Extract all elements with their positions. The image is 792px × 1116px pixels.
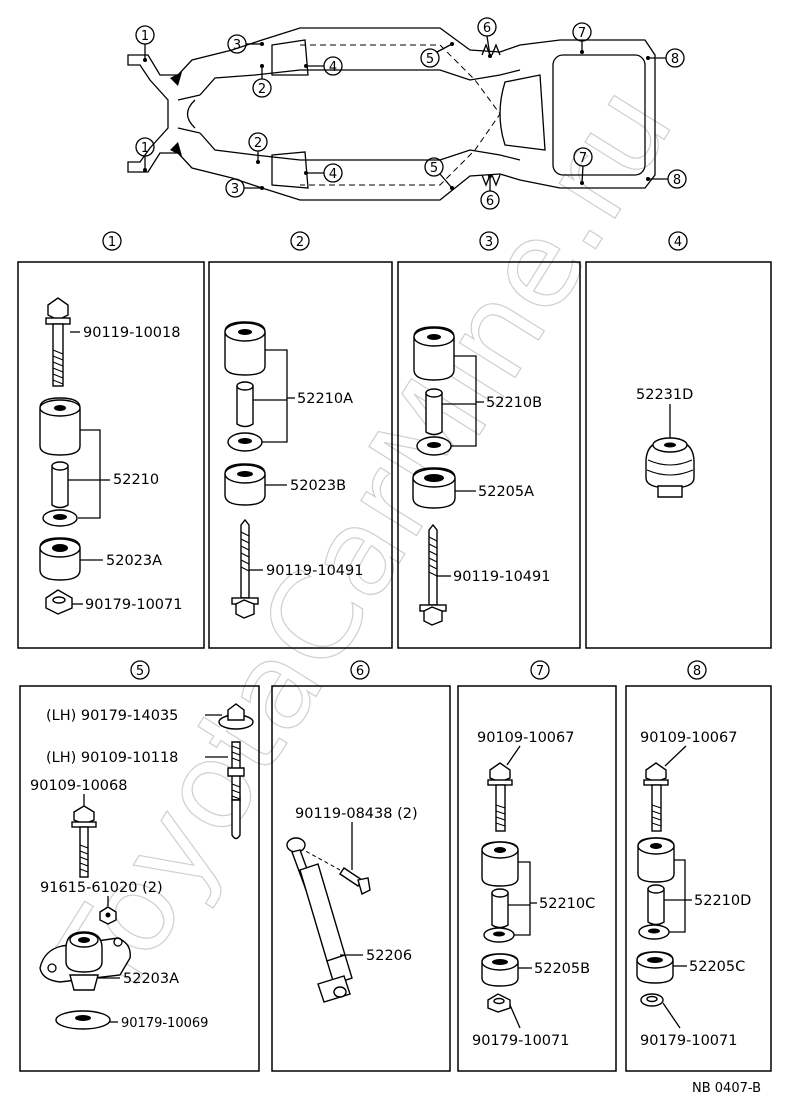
svg-text:7: 7 (579, 151, 587, 166)
panel-3-header: 3 (479, 231, 499, 251)
svg-text:8: 8 (673, 173, 681, 188)
panel-5-header: 5 (130, 660, 150, 680)
callout-3-bottom: 3 (225, 178, 264, 198)
part-90109-10067-label-p8: 90109-10067 (640, 730, 738, 746)
svg-text:3: 3 (233, 38, 241, 53)
svg-text:8: 8 (693, 664, 701, 679)
svg-text:1: 1 (141, 141, 149, 156)
panel-7-parts: 90109-10067 52210C 52205B 90179-10071 (472, 730, 595, 1049)
part-52210-label: 52210 (113, 472, 159, 488)
part-90119-10491-label-p2: 90119-10491 (266, 563, 364, 579)
part-52023B-label: 52023B (290, 478, 346, 494)
panel-6-parts: 90119-08438 (2) 52206 (286, 806, 418, 1003)
part-90109-10118-label: (LH) 90109-10118 (46, 750, 178, 766)
part-90119-10491-label-p3: 90119-10491 (453, 569, 551, 585)
panel-2-header: 2 (290, 231, 310, 251)
callout-1-top: 1 (135, 25, 155, 62)
part-90179-10071-label-p8: 90179-10071 (640, 1033, 738, 1049)
callout-2-bottom: 2 (248, 132, 268, 164)
callout-1-bottom: 1 (135, 137, 155, 172)
callout-7-bottom: 7 (573, 147, 593, 185)
svg-text:6: 6 (483, 21, 491, 36)
panel-5-parts: (LH) 90179-14035 (LH) 90109-10118 90109-… (30, 703, 254, 1031)
svg-text:8: 8 (671, 52, 679, 67)
panel-3-box (397, 261, 581, 649)
panel-3-parts: 52210B 52205A 90119-10491 (412, 326, 551, 626)
svg-text:5: 5 (426, 52, 434, 67)
part-52210A-label: 52210A (297, 391, 353, 407)
panel-4-box (585, 261, 772, 649)
panel-7-header: 7 (530, 660, 550, 680)
callout-8-bottom: 8 (646, 169, 687, 189)
callout-3-top: 3 (227, 34, 264, 54)
part-52206-label: 52206 (366, 948, 412, 964)
panel-2-parts: 52210A 52023B 90119-10491 (224, 321, 364, 619)
part-52205B-label: 52205B (534, 961, 590, 977)
diagram-code: NB 0407-B (692, 1081, 761, 1096)
svg-text:6: 6 (356, 664, 364, 679)
callout-7-top: 7 (572, 22, 592, 54)
part-90119-10018-label: 90119-10018 (83, 325, 181, 341)
part-90179-14035-label: (LH) 90179-14035 (46, 708, 178, 724)
part-90109-10067-label-p7: 90109-10067 (477, 730, 575, 746)
panel-1-header: 1 (102, 231, 122, 251)
part-52023A-label: 52023A (106, 553, 162, 569)
callout-8-top: 8 (646, 48, 685, 68)
svg-text:3: 3 (231, 182, 239, 197)
svg-text:3: 3 (485, 235, 493, 250)
panel-5-box (19, 685, 260, 1072)
panel-8-header: 8 (687, 660, 707, 680)
panel-6-header: 6 (350, 660, 370, 680)
part-91615-61020-label: 91615-61020 (2) (40, 880, 163, 896)
svg-text:4: 4 (329, 60, 337, 75)
panel-4-header: 4 (668, 231, 688, 251)
part-52210D-label: 52210D (694, 893, 751, 909)
callout-6-top: 6 (477, 17, 497, 58)
panel-7-box (457, 685, 617, 1072)
panel-6-box (271, 685, 451, 1072)
panel-8-parts: 90109-10067 52210D 52205C 90179-10071 (636, 730, 751, 1049)
svg-text:4: 4 (329, 167, 337, 182)
panel-4-parts: 52231D (636, 387, 695, 498)
svg-text:6: 6 (486, 194, 494, 209)
part-90119-08438-label: 90119-08438 (2) (295, 806, 418, 822)
svg-text:5: 5 (136, 664, 144, 679)
callout-5-top: 5 (420, 42, 454, 68)
panel-1-parts: 90119-10018 52210 52023A 90179-10071 (39, 297, 183, 615)
part-52231D-label: 52231D (636, 387, 693, 403)
svg-text:7: 7 (536, 664, 544, 679)
part-52210B-label: 52210B (486, 395, 542, 411)
callout-4-top: 4 (304, 56, 343, 76)
panel-2-box (208, 261, 393, 649)
callout-5-bottom: 5 (424, 157, 454, 190)
svg-text:2: 2 (296, 235, 304, 250)
part-52205A-label: 52205A (478, 484, 534, 500)
part-52210C-label: 52210C (539, 896, 595, 912)
part-90179-10071-label: 90179-10071 (85, 597, 183, 613)
svg-text:7: 7 (578, 26, 586, 41)
frame-overview: 1 1 3 2 2 3 4 4 (127, 17, 687, 210)
part-52203A-label: 52203A (123, 971, 179, 987)
callout-2-top: 2 (252, 64, 272, 98)
callout-6-bottom: 6 (480, 174, 500, 210)
callout-4-bottom: 4 (304, 163, 343, 183)
svg-text:1: 1 (108, 235, 116, 250)
svg-text:5: 5 (430, 161, 438, 176)
panel-8-box (625, 685, 772, 1072)
part-90179-10071-label-p7: 90179-10071 (472, 1033, 570, 1049)
part-90179-10069-label: 90179-10069 (121, 1016, 208, 1031)
svg-text:4: 4 (674, 235, 682, 250)
part-90109-10068-label: 90109-10068 (30, 778, 128, 794)
svg-text:2: 2 (254, 136, 262, 151)
svg-text:1: 1 (141, 29, 149, 44)
svg-text:2: 2 (258, 82, 266, 97)
part-52205C-label: 52205C (689, 959, 745, 975)
panel-1-box (17, 261, 205, 649)
